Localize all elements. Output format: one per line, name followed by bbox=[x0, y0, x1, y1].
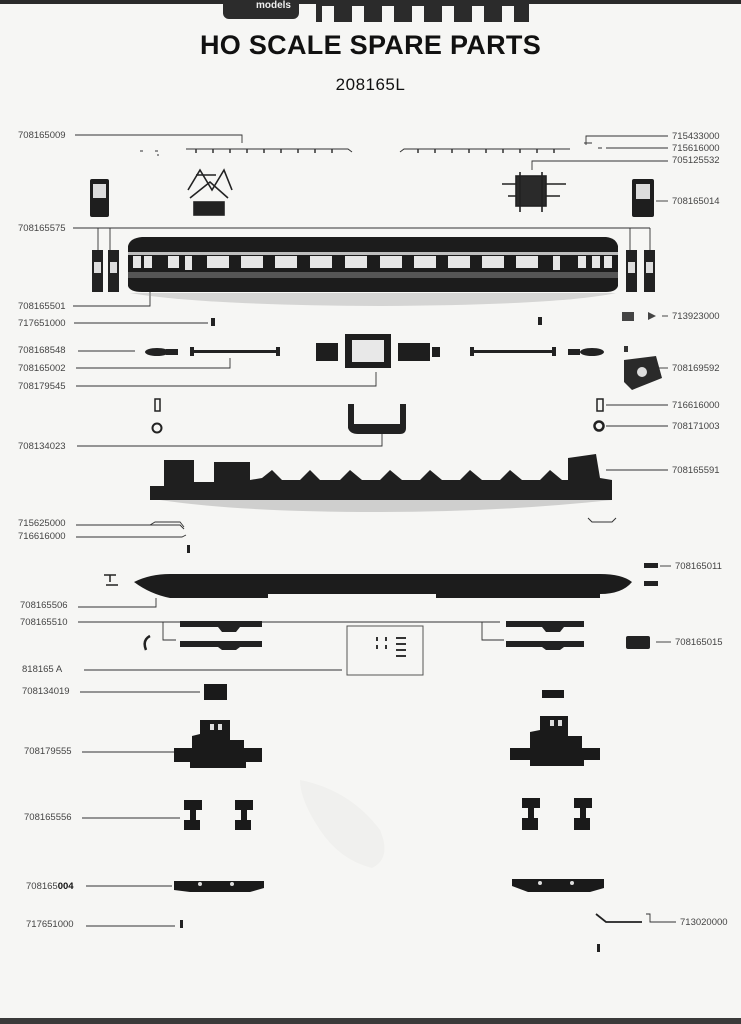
part-number-label: 713020000 bbox=[680, 917, 728, 928]
part-number-label: 715433000 bbox=[672, 131, 720, 142]
part-number-label: 715625000 bbox=[18, 518, 66, 529]
part-number-label: 708171003 bbox=[672, 421, 720, 432]
door-window-part bbox=[93, 184, 106, 198]
contact-part bbox=[622, 312, 656, 321]
part-number-label: 708179555 bbox=[24, 746, 72, 757]
part-number-label: 717651000 bbox=[18, 318, 66, 329]
part-number-label: 708165002 bbox=[18, 363, 66, 374]
part-number-label: 708165591 bbox=[672, 465, 720, 476]
part-number-label: 708165556 bbox=[24, 812, 72, 823]
wire-part bbox=[595, 913, 642, 923]
part-number-label: 708165014 bbox=[672, 196, 720, 207]
motor-part bbox=[316, 334, 440, 368]
side-door-part bbox=[92, 250, 655, 292]
part-number-label: 708169592 bbox=[672, 363, 720, 374]
coupler-part bbox=[143, 621, 650, 651]
coach-body-part bbox=[128, 237, 618, 306]
part-number-label: 708165506 bbox=[20, 600, 68, 611]
wheelset-part bbox=[184, 798, 592, 830]
bogie-frame-part bbox=[174, 716, 600, 768]
decal-sheet-part bbox=[346, 625, 424, 676]
part-number-label: 708165009 bbox=[18, 130, 66, 141]
part-number-label: 716616000 bbox=[672, 400, 720, 411]
part-number-label: 708165015 bbox=[675, 637, 723, 648]
part-number-label: 708165011 bbox=[675, 561, 722, 572]
part-number-label: 708165004 bbox=[26, 881, 74, 892]
part-number-label: 705125532 bbox=[672, 155, 720, 166]
bottom-border bbox=[0, 1018, 741, 1024]
drive-shaft-part bbox=[145, 347, 604, 356]
part-number-label: 708134023 bbox=[18, 441, 66, 452]
bogie-sideframe-part bbox=[174, 879, 604, 892]
part-number-label: 717651000 bbox=[26, 919, 74, 930]
leader-lines bbox=[73, 134, 676, 927]
part-number-label: 708168548 bbox=[18, 345, 66, 356]
door-window-part bbox=[636, 184, 650, 199]
part-number-label: 818165 A bbox=[22, 664, 63, 675]
screw-part bbox=[180, 317, 600, 952]
motor-bracket-part bbox=[624, 346, 662, 390]
part-number-head: 708165 bbox=[26, 881, 58, 892]
pantograph-part bbox=[502, 172, 566, 212]
part-number-label: 708165501 bbox=[18, 301, 66, 312]
grommet-part bbox=[151, 398, 605, 434]
page-title: HO SCALE SPARE PARTS bbox=[199, 30, 542, 60]
part-number-label: 708179545 bbox=[18, 381, 66, 392]
brand-logo-badge: models bbox=[223, 0, 299, 19]
part-number-label: 716616000 bbox=[18, 531, 66, 542]
brand-logo-icon bbox=[316, 0, 529, 22]
underframe-part bbox=[104, 563, 658, 598]
chassis-weight-part bbox=[150, 454, 617, 530]
part-number-label: 708165575 bbox=[18, 223, 66, 234]
part-number-label: 715616000 bbox=[672, 143, 720, 154]
roof-rail-part bbox=[140, 142, 602, 156]
gear-housing-part bbox=[542, 690, 564, 698]
model-number: 208165L bbox=[335, 75, 406, 94]
paper-stain bbox=[300, 780, 385, 868]
part-number-label: 708134019 bbox=[22, 686, 70, 697]
handwritten-part-suffix: 004 bbox=[57, 881, 74, 892]
part-number-label: 713923000 bbox=[672, 311, 720, 322]
gear-housing-part bbox=[204, 684, 227, 700]
motor-cradle-part bbox=[348, 404, 406, 434]
logo-text: models bbox=[255, 0, 291, 11]
part-number-label: 708165510 bbox=[20, 617, 68, 628]
pantograph-part bbox=[187, 168, 233, 216]
